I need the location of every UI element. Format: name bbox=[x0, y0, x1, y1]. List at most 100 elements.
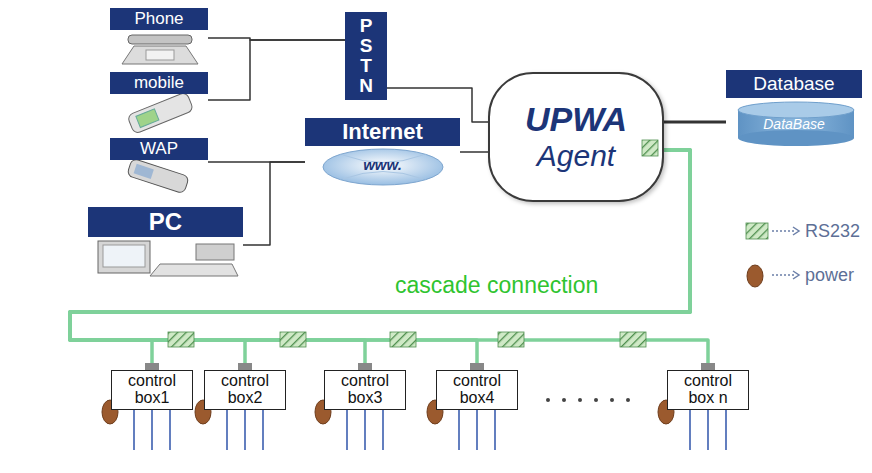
mobile-icon bbox=[127, 92, 194, 135]
phone-keypad bbox=[146, 50, 174, 60]
connection-label: cascade connection bbox=[395, 272, 598, 298]
cylinder-bottom bbox=[738, 130, 854, 146]
control-box: control box2 bbox=[204, 370, 286, 410]
ellipsis-dots bbox=[546, 398, 630, 402]
dot bbox=[610, 398, 614, 402]
agent-name: UPWA bbox=[525, 100, 627, 139]
globe bbox=[323, 149, 443, 185]
node-heading: PC bbox=[149, 208, 182, 236]
output-wire bbox=[134, 410, 170, 450]
cylinder-top bbox=[738, 102, 854, 118]
output-wire bbox=[459, 410, 495, 450]
node-heading: Database bbox=[753, 73, 834, 95]
rs232-block bbox=[498, 332, 524, 347]
icon-text: DataBase bbox=[763, 116, 824, 132]
rs232-blocks bbox=[168, 332, 646, 347]
control-box: control box n bbox=[667, 370, 749, 410]
header-band: Internet bbox=[305, 118, 460, 146]
rs232-block bbox=[642, 140, 658, 156]
pc-icon bbox=[98, 241, 238, 276]
header-band: Database bbox=[726, 70, 862, 98]
wap-phone-icon bbox=[127, 158, 190, 194]
dot bbox=[594, 398, 598, 402]
mobile-screen bbox=[136, 109, 159, 128]
globe-lines bbox=[343, 155, 423, 179]
node-heading: Phone bbox=[134, 9, 183, 29]
rs232-block bbox=[168, 332, 194, 347]
output-wires bbox=[134, 410, 726, 450]
rs232-swatch bbox=[746, 223, 768, 239]
agent-subtitle: Agent bbox=[537, 139, 615, 174]
connector-stub bbox=[145, 363, 159, 370]
network-link bbox=[664, 121, 726, 124]
wap-phone-screen bbox=[134, 164, 154, 179]
header-band: WAP bbox=[110, 138, 208, 160]
legend-swatch bbox=[744, 218, 802, 244]
dot bbox=[626, 398, 630, 402]
legend-item: RS232 bbox=[744, 218, 860, 244]
legend-pointer-head bbox=[793, 271, 799, 279]
node-heading: mobile bbox=[134, 73, 184, 93]
connector-stub bbox=[470, 363, 484, 370]
legend-pointer bbox=[772, 274, 794, 276]
dot bbox=[562, 398, 566, 402]
pc-device: PC bbox=[88, 207, 243, 279]
output-wire bbox=[690, 410, 726, 450]
legend-pointer bbox=[772, 230, 794, 232]
rs232-block bbox=[620, 332, 646, 347]
database-icon bbox=[738, 102, 854, 146]
dot bbox=[546, 398, 550, 402]
box-label: control box1 bbox=[116, 373, 188, 407]
box-label: control box n bbox=[672, 373, 744, 407]
computer-case bbox=[196, 244, 234, 260]
header-band: Phone bbox=[110, 8, 208, 30]
legend-label: power bbox=[805, 265, 854, 286]
node-heading: Internet bbox=[342, 119, 423, 145]
vertical-label: PSTN bbox=[357, 16, 376, 96]
connector-stub bbox=[358, 363, 372, 370]
globe-icon bbox=[323, 149, 443, 185]
text-slot: www. bbox=[305, 156, 460, 174]
header-band: PC bbox=[88, 207, 243, 237]
output-wire bbox=[227, 410, 263, 450]
rs232-block bbox=[280, 332, 306, 347]
mobile-body bbox=[127, 92, 194, 135]
network-band: PSTN bbox=[345, 12, 387, 100]
connector-stub bbox=[701, 363, 715, 370]
box-label: control box4 bbox=[441, 373, 513, 407]
monitor-screen bbox=[103, 245, 145, 267]
icon-text: www. bbox=[363, 156, 402, 173]
output-wire bbox=[347, 410, 383, 450]
network-link bbox=[387, 88, 488, 122]
agent-server: UPWAAgent bbox=[488, 72, 664, 202]
control-box: control box3 bbox=[324, 370, 406, 410]
monitor bbox=[98, 241, 150, 273]
keyboard bbox=[150, 264, 238, 276]
legend-label: RS232 bbox=[805, 221, 860, 242]
header-band: mobile bbox=[110, 72, 208, 94]
connector-stub bbox=[238, 363, 252, 370]
control-box: control box4 bbox=[436, 370, 518, 410]
wap-device: WAP bbox=[110, 138, 208, 193]
phone-device: Phone bbox=[110, 8, 208, 68]
power-swatch bbox=[747, 265, 763, 287]
legend-swatch bbox=[744, 262, 802, 288]
network-link bbox=[208, 40, 345, 100]
mobile-device: mobile bbox=[110, 72, 208, 130]
dot bbox=[578, 398, 582, 402]
rs232-block bbox=[390, 332, 416, 347]
box-label: control box3 bbox=[329, 373, 401, 407]
node-heading: WAP bbox=[140, 139, 178, 159]
text-slot: cascade connection bbox=[395, 272, 598, 299]
phone-icon bbox=[122, 35, 198, 64]
text-slot: DataBase bbox=[726, 115, 862, 133]
control-box: control box1 bbox=[111, 370, 193, 410]
legend-pointer-head bbox=[793, 227, 799, 235]
connector-stubs bbox=[145, 363, 715, 370]
box-label: control box2 bbox=[209, 373, 281, 407]
legend-item: power bbox=[744, 262, 854, 288]
database-store: DatabaseDataBase bbox=[726, 70, 862, 148]
network-link bbox=[243, 162, 305, 245]
internet-cloud: Internet www. bbox=[305, 118, 460, 188]
